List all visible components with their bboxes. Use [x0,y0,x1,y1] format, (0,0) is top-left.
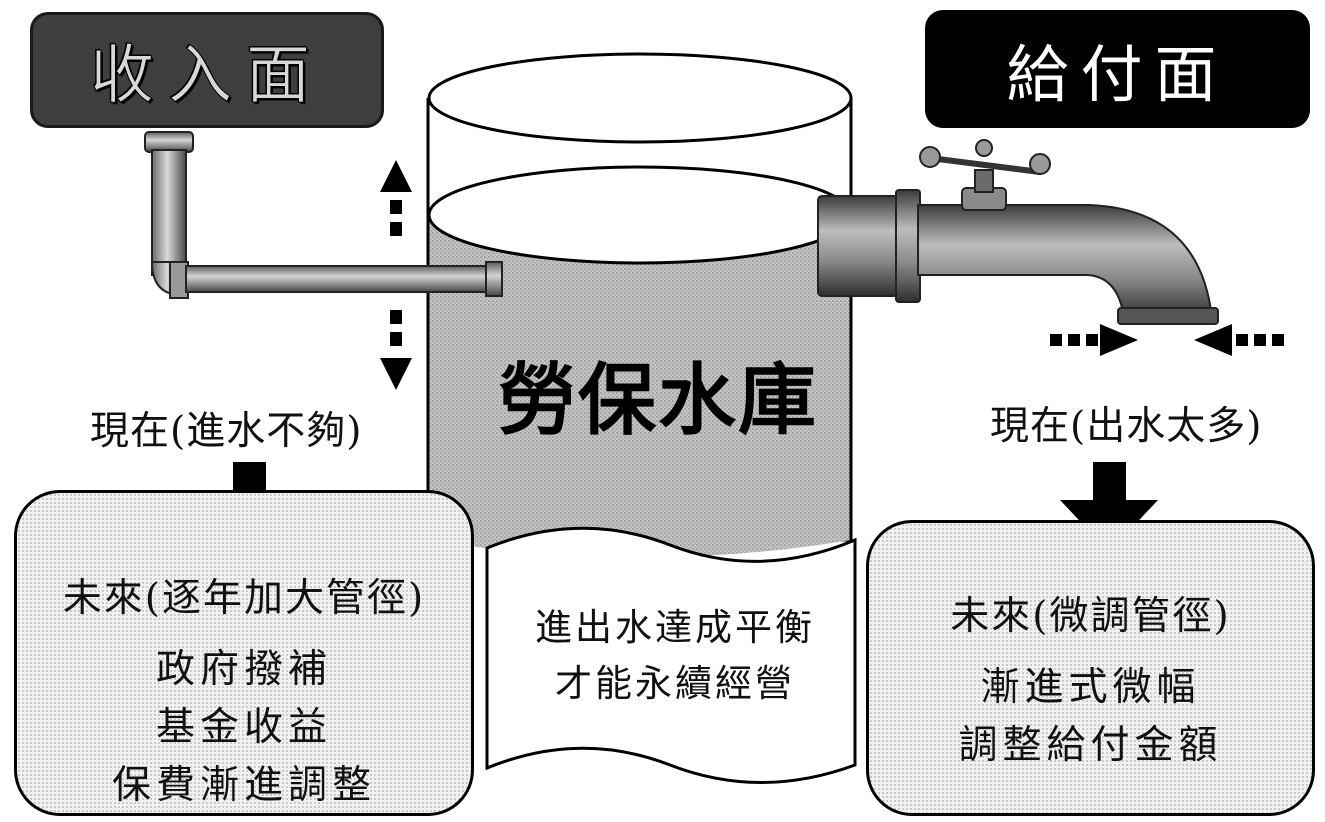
faucet-icon [817,139,1219,325]
income-future-panel: 未來(逐年加大管徑) 政府撥補 基金收益 保費漸進調整 [14,490,474,816]
reservoir-label: 勞保水庫 [497,355,818,446]
payout-header-label: 給付面 [1006,38,1229,111]
scroll-line: 進出水達成平衡 [535,606,815,649]
scroll-banner [485,526,857,784]
income-item: 政府撥補 [155,647,332,692]
scroll-text: 進出水達成平衡 才能永續經營 [505,600,845,712]
payout-future-panel: 未來(微調管徑) 漸進式微幅 調整給付金額 [866,520,1315,816]
reservoir-tank [426,52,853,558]
income-item: 保費漸進調整 [111,763,376,808]
payout-item: 漸進式微幅 [980,665,1201,710]
payout-panel-title: 未來(微調管徑) [950,594,1231,639]
income-panel-title: 未來(逐年加大管徑) [62,576,426,621]
narrow-arrows-icon [1050,324,1284,356]
right-caption: 現在(出水太多) [990,404,1263,449]
right-down-arrow-icon [1060,462,1158,552]
expand-arrows-icon [380,160,412,390]
inlet-pipe-icon [144,131,503,299]
payout-item: 調整給付金額 [958,723,1223,768]
income-header-label: 收入面 [90,39,324,114]
payout-header: 給付面 [925,10,1310,128]
income-item: 基金收益 [155,705,332,750]
left-caption: 現在(進水不夠) [90,409,363,454]
scroll-line: 才能永續經營 [555,662,795,705]
income-header: 收入面 [30,12,384,128]
